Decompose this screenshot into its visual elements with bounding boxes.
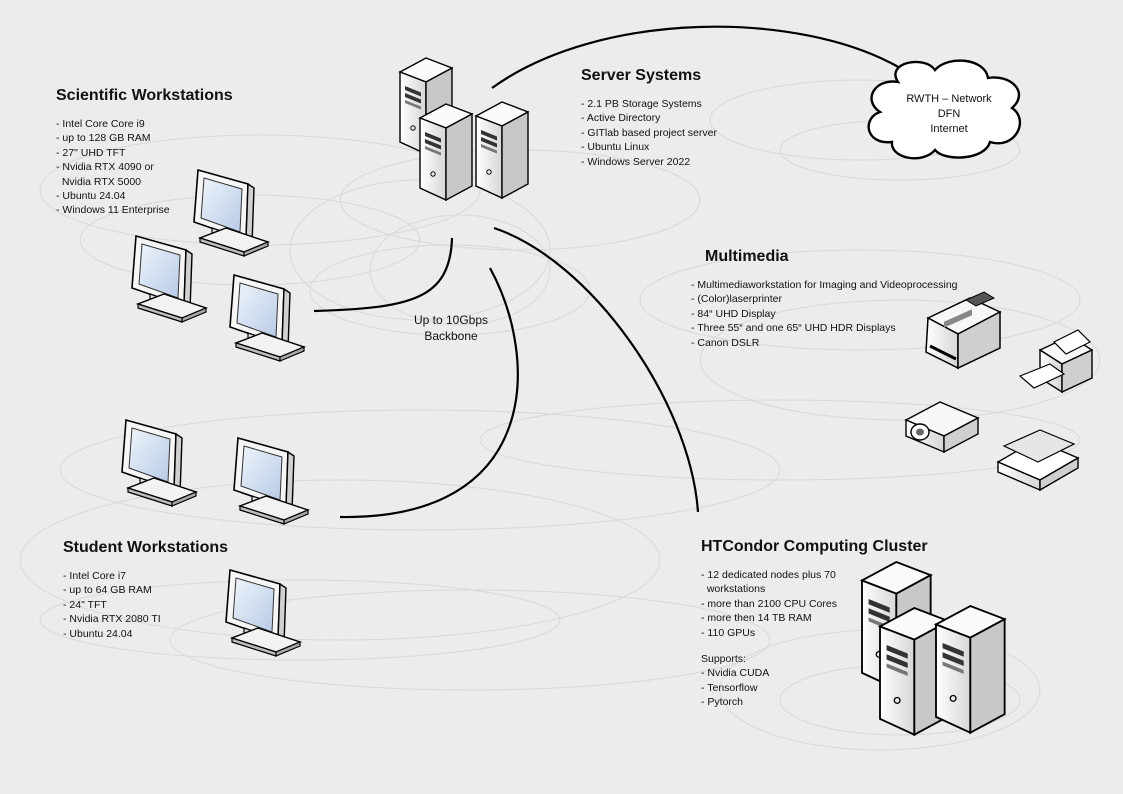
spec-item: - Nvidia RTX 2080 TI xyxy=(63,613,161,626)
spec-item: - 24" TFT xyxy=(63,598,107,611)
htcondor-cluster-title: HTCondor Computing Cluster xyxy=(701,538,928,555)
supports-list: - Nvidia CUDA- Tensorflow - Pytorch xyxy=(701,666,928,709)
cloud-line-dfn: DFN xyxy=(937,108,961,120)
cloud-line-internet: Internet xyxy=(930,123,968,135)
spec-item: - 110 GPUs xyxy=(701,626,756,639)
spec-item: - Three 55“ and one 65“ UHD HDR Displays xyxy=(691,322,896,335)
spec-item: workstations xyxy=(701,583,766,596)
spec-item: - more than 2100 CPU Cores xyxy=(701,597,837,610)
multimedia-specs: - Multimediaworkstation for Imaging and … xyxy=(691,278,958,350)
link-server-student xyxy=(339,267,519,519)
multimedia-title: Multimedia xyxy=(705,248,789,265)
spec-item: - up to 64 GB RAM xyxy=(63,584,152,597)
spec-item: - Intel Core i7 xyxy=(63,570,127,582)
scientific-workstations-title: Scientific Workstations xyxy=(56,87,233,104)
spec-item: - Ubuntu 24.04 xyxy=(63,627,133,640)
spec-item: Nvidia RTX 5000 xyxy=(56,175,142,188)
server-systems-section: Server Systems - 2.1 PB Storage Systems-… xyxy=(581,67,717,169)
multimedia-section: Multimedia - Multimediaworkstation for I… xyxy=(691,248,958,350)
backbone-text: Backbone xyxy=(424,329,478,343)
projector-icon xyxy=(904,401,980,454)
spec-item: - Tensorflow xyxy=(701,681,758,694)
spec-item: - Pytorch xyxy=(701,696,744,709)
cloud-line-network: RWTH – Network xyxy=(906,93,992,105)
spec-item: - Ubuntu 24.04 xyxy=(56,190,126,203)
spec-item: - Windows Server 2022 xyxy=(581,155,691,168)
student-workstations-specs: - Intel Core i7 - up to 64 GB RAM- 24" TF… xyxy=(63,569,228,641)
link-server-cloud xyxy=(491,25,901,89)
spec-item: - Windows 11 Enterprise xyxy=(56,204,170,217)
backbone-label: Up to 10Gbps Backbone xyxy=(396,312,506,344)
multimedia-devices xyxy=(904,291,1094,492)
spec-item: - Canon DSLR xyxy=(691,336,760,349)
spec-item: - 12 dedicated nodes plus 70 xyxy=(701,569,836,581)
htcondor-cluster-specs: - 12 dedicated nodes plus 70 workstation… xyxy=(701,568,928,640)
spec-item: - 27" UHD TFT xyxy=(56,146,126,159)
scientific-workstations-section: Scientific Workstations - Intel Core Cor… xyxy=(56,87,233,218)
spec-item: - Intel Core Core i9 xyxy=(56,118,145,130)
connection-lines xyxy=(313,25,901,519)
spec-item: - up to 128 GB RAM xyxy=(56,132,151,145)
backbone-speed: Up to 10Gbps xyxy=(413,313,489,327)
supports-heading: Supports: xyxy=(701,653,746,666)
student-workstations-title: Student Workstations xyxy=(63,539,229,556)
spec-item: - Nvidia CUDA xyxy=(701,667,770,680)
spec-item: - Active Directory xyxy=(581,112,661,125)
link-server-cluster xyxy=(493,226,700,513)
link-server-scientific xyxy=(313,237,454,313)
server-systems-title: Server Systems xyxy=(581,67,702,84)
server-systems-icon xyxy=(399,57,529,201)
spec-item: - Nvidia RTX 4090 or xyxy=(56,161,154,174)
small-printer-icon xyxy=(1018,329,1094,394)
spec-item: - 84“ UHD Display xyxy=(691,307,776,320)
spec-item: - Ubuntu Linux xyxy=(581,141,650,154)
laserprinter-icon xyxy=(925,291,1002,370)
scientific-workstations-specs: - Intel Core Core i9- up to 128 GB RAM- … xyxy=(56,117,233,218)
spec-item: - Multimediaworkstation for Imaging and … xyxy=(691,279,958,291)
spec-item: - (Color)laserprinter xyxy=(691,293,783,306)
spec-item: - 2.1 PB Storage Systems xyxy=(581,98,702,110)
student-workstations-section: Student Workstations - Intel Core i7 - up… xyxy=(63,539,228,641)
cloud-icon xyxy=(867,59,1022,160)
spec-item: - GITlab based project server xyxy=(581,126,717,139)
server-systems-specs: - 2.1 PB Storage Systems - Active Directo… xyxy=(581,97,717,169)
cloud-label: RWTH – Network DFN Internet xyxy=(890,92,1008,137)
spec-item: - more then 14 TB RAM xyxy=(701,612,812,625)
scanner-icon xyxy=(996,429,1080,492)
htcondor-cluster-section: HTCondor Computing Cluster - 12 dedicate… xyxy=(701,538,928,710)
